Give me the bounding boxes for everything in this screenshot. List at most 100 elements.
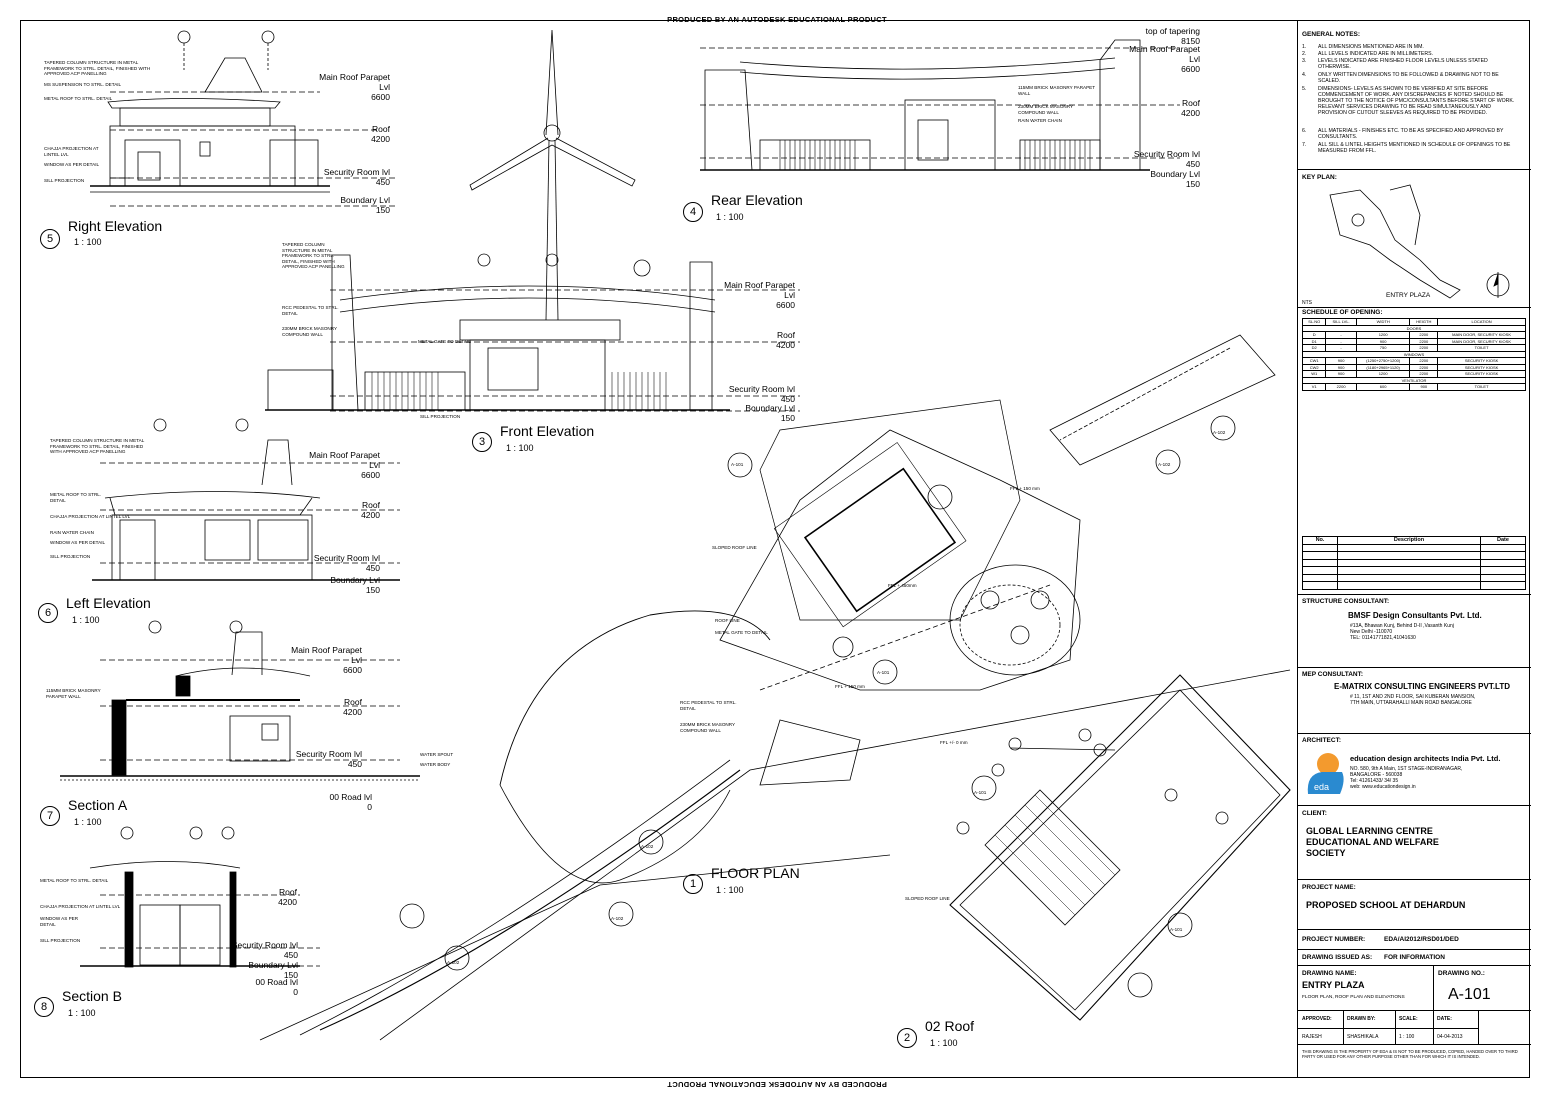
tag-a101-1: A-101 xyxy=(731,462,744,467)
divider xyxy=(1433,1011,1434,1045)
drawing-name-sub: FLOOR PLAN, ROOF PLAN AND ELEVATIONS xyxy=(1302,995,1405,1000)
tag-a102-2: A-102 xyxy=(1213,430,1226,435)
structure-section: STRUCTURE CONSULTANT: BMSF Design Consul… xyxy=(1298,594,1531,668)
scale-value: 1 : 100 xyxy=(1399,1034,1415,1040)
tag-a101-2: A-101 xyxy=(877,670,890,675)
mep-section: MEP CONSULTANT: E-MATRIX CONSULTING ENGI… xyxy=(1298,668,1531,734)
date-label: DATE: xyxy=(1437,1016,1452,1022)
view-number-4: 4 xyxy=(683,202,703,222)
drawing-name-section: DRAWING NAME: ENTRY PLAZA FLOOR PLAN, RO… xyxy=(1298,966,1531,1011)
note-window-sb: WINDOW AS PER DETAIL xyxy=(40,916,79,927)
note-water-spout: WATER SPOUT xyxy=(420,752,454,757)
view-title-left-elevation: Left Elevation xyxy=(66,595,151,611)
note-tapered-front: TAPERED COLUMN STRUCTURE IN METAL FRAMEW… xyxy=(282,242,345,270)
tag-a101-4: A-101 xyxy=(1170,927,1183,932)
project-number-value: EDA/AI2012/RSD01/DED xyxy=(1384,936,1459,943)
key-plan-nts: NTS xyxy=(1302,300,1312,306)
general-notes-title: GENERAL NOTES: xyxy=(1302,31,1361,38)
view-number-6: 6 xyxy=(38,603,58,623)
rear-elevation-drawing xyxy=(700,39,1180,171)
view-number-2: 2 xyxy=(897,1028,917,1048)
note-sill-front: SILL PROJECTION xyxy=(420,414,461,419)
eda-logo: eda xyxy=(1307,753,1344,794)
project-name: PROPOSED SCHOOL AT DEHARDUN xyxy=(1306,900,1466,910)
view-scale-floor-plan: 1 : 100 xyxy=(716,885,744,895)
revision-header-row: No. Description Date xyxy=(1302,536,1526,545)
note-window: WINDOW AS PER DETAIL xyxy=(44,162,100,167)
architect-label: ARCHITECT: xyxy=(1302,737,1341,744)
key-plan-title: KEY PLAN: xyxy=(1302,174,1337,181)
view-scale-front-elevation: 1 : 100 xyxy=(506,443,534,453)
right-elevation-drawing xyxy=(90,30,395,207)
tag-a102-4: A-102 xyxy=(611,916,624,921)
project-label: PROJECT NAME: xyxy=(1302,884,1356,891)
note-sill: SILL PROJECTION xyxy=(44,178,85,183)
schedule-section: SCHEDULE OF OPENING: SL.NO SILL LVL. WID… xyxy=(1298,308,1531,590)
view-scale-rear-elevation: 1 : 100 xyxy=(716,212,744,222)
mep-label: MEP CONSULTANT: xyxy=(1302,671,1364,678)
left-elevation-drawing xyxy=(92,418,400,581)
section-b-drawing xyxy=(80,826,320,968)
note-roof-line: ROOF LINE xyxy=(715,618,740,623)
view-title-front-elevation: Front Elevation xyxy=(500,423,595,439)
note-sloped-roof-2: SLOPED ROOF LINE xyxy=(905,896,950,901)
issued-label: DRAWING ISSUED AS: xyxy=(1302,954,1373,961)
note-brick-rear: 115MM BRICK MASONRY PARAPET WALL xyxy=(1018,85,1095,96)
disclaimer-text: THIS DRAWING IS THE PROPERTY OF EDA & IS… xyxy=(1302,1049,1518,1059)
note-ms-suspension: MS SUSPENSION TO STRL. DETAIL xyxy=(44,82,122,87)
key-plan-section: KEY PLAN: NTS ENTRY PLAZA xyxy=(1298,170,1531,308)
view-scale-right-elevation: 1 : 100 xyxy=(74,237,102,247)
project-number-section: PROJECT NUMBER: EDA/AI2012/RSD01/DED xyxy=(1298,930,1531,950)
note-rain-chain-left: RAIN WATER CHAIN xyxy=(50,530,94,535)
note-compound-front: 230MM BRICK MASONRY COMPOUND WALL xyxy=(282,326,337,337)
architect-firm: education design architects India Pvt. L… xyxy=(1350,754,1501,763)
divider xyxy=(1298,1028,1478,1029)
revision-header: No. xyxy=(1302,536,1338,545)
note-compound-rear: 230MM BRICK MASONRY COMPOUND WALL xyxy=(1018,104,1073,115)
date-value: 04-04-2013 xyxy=(1437,1034,1463,1040)
drawing-no-label: DRAWING NO.: xyxy=(1438,970,1485,977)
view-scale-section-b: 1 : 100 xyxy=(68,1008,96,1018)
view-scale-left-elevation: 1 : 100 xyxy=(72,615,100,625)
section-a-drawing xyxy=(60,620,420,781)
key-plan-label: ENTRY PLAZA xyxy=(1386,292,1431,299)
note-metal-gate-plan: METAL GATE TO DETAIL xyxy=(715,630,768,635)
note-tapered-column: TAPERED COLUMN STRUCTURE IN METAL FRAMEW… xyxy=(44,60,151,77)
note-sill-left: SILL PROJECTION xyxy=(50,554,91,559)
floor-plan-drawing xyxy=(259,334,1291,1041)
drawing-name-value: ENTRY PLAZA xyxy=(1302,980,1365,990)
revision-header: Date xyxy=(1480,536,1526,545)
divider xyxy=(1395,1011,1396,1045)
divider xyxy=(1478,1011,1479,1045)
roof-plan-drawing xyxy=(949,674,1291,1021)
note-brick-sa: 115MM BRICK MASONRY PARAPET WALL xyxy=(46,688,101,699)
divider xyxy=(1343,1011,1344,1045)
drawn-value: SHASHIKALA xyxy=(1347,1034,1379,1040)
note-ffl-150: FFL + 150 mm xyxy=(1010,486,1040,491)
tag-a102-5: A-102 xyxy=(447,960,460,965)
drawing-sheet-border xyxy=(20,20,1530,1078)
note-water-body: WATER BODY xyxy=(420,762,451,767)
view-number-5: 5 xyxy=(40,229,60,249)
revision-header: Description xyxy=(1337,536,1481,545)
note-metal-gate: METAL GATE TO DETAIL xyxy=(418,339,471,344)
